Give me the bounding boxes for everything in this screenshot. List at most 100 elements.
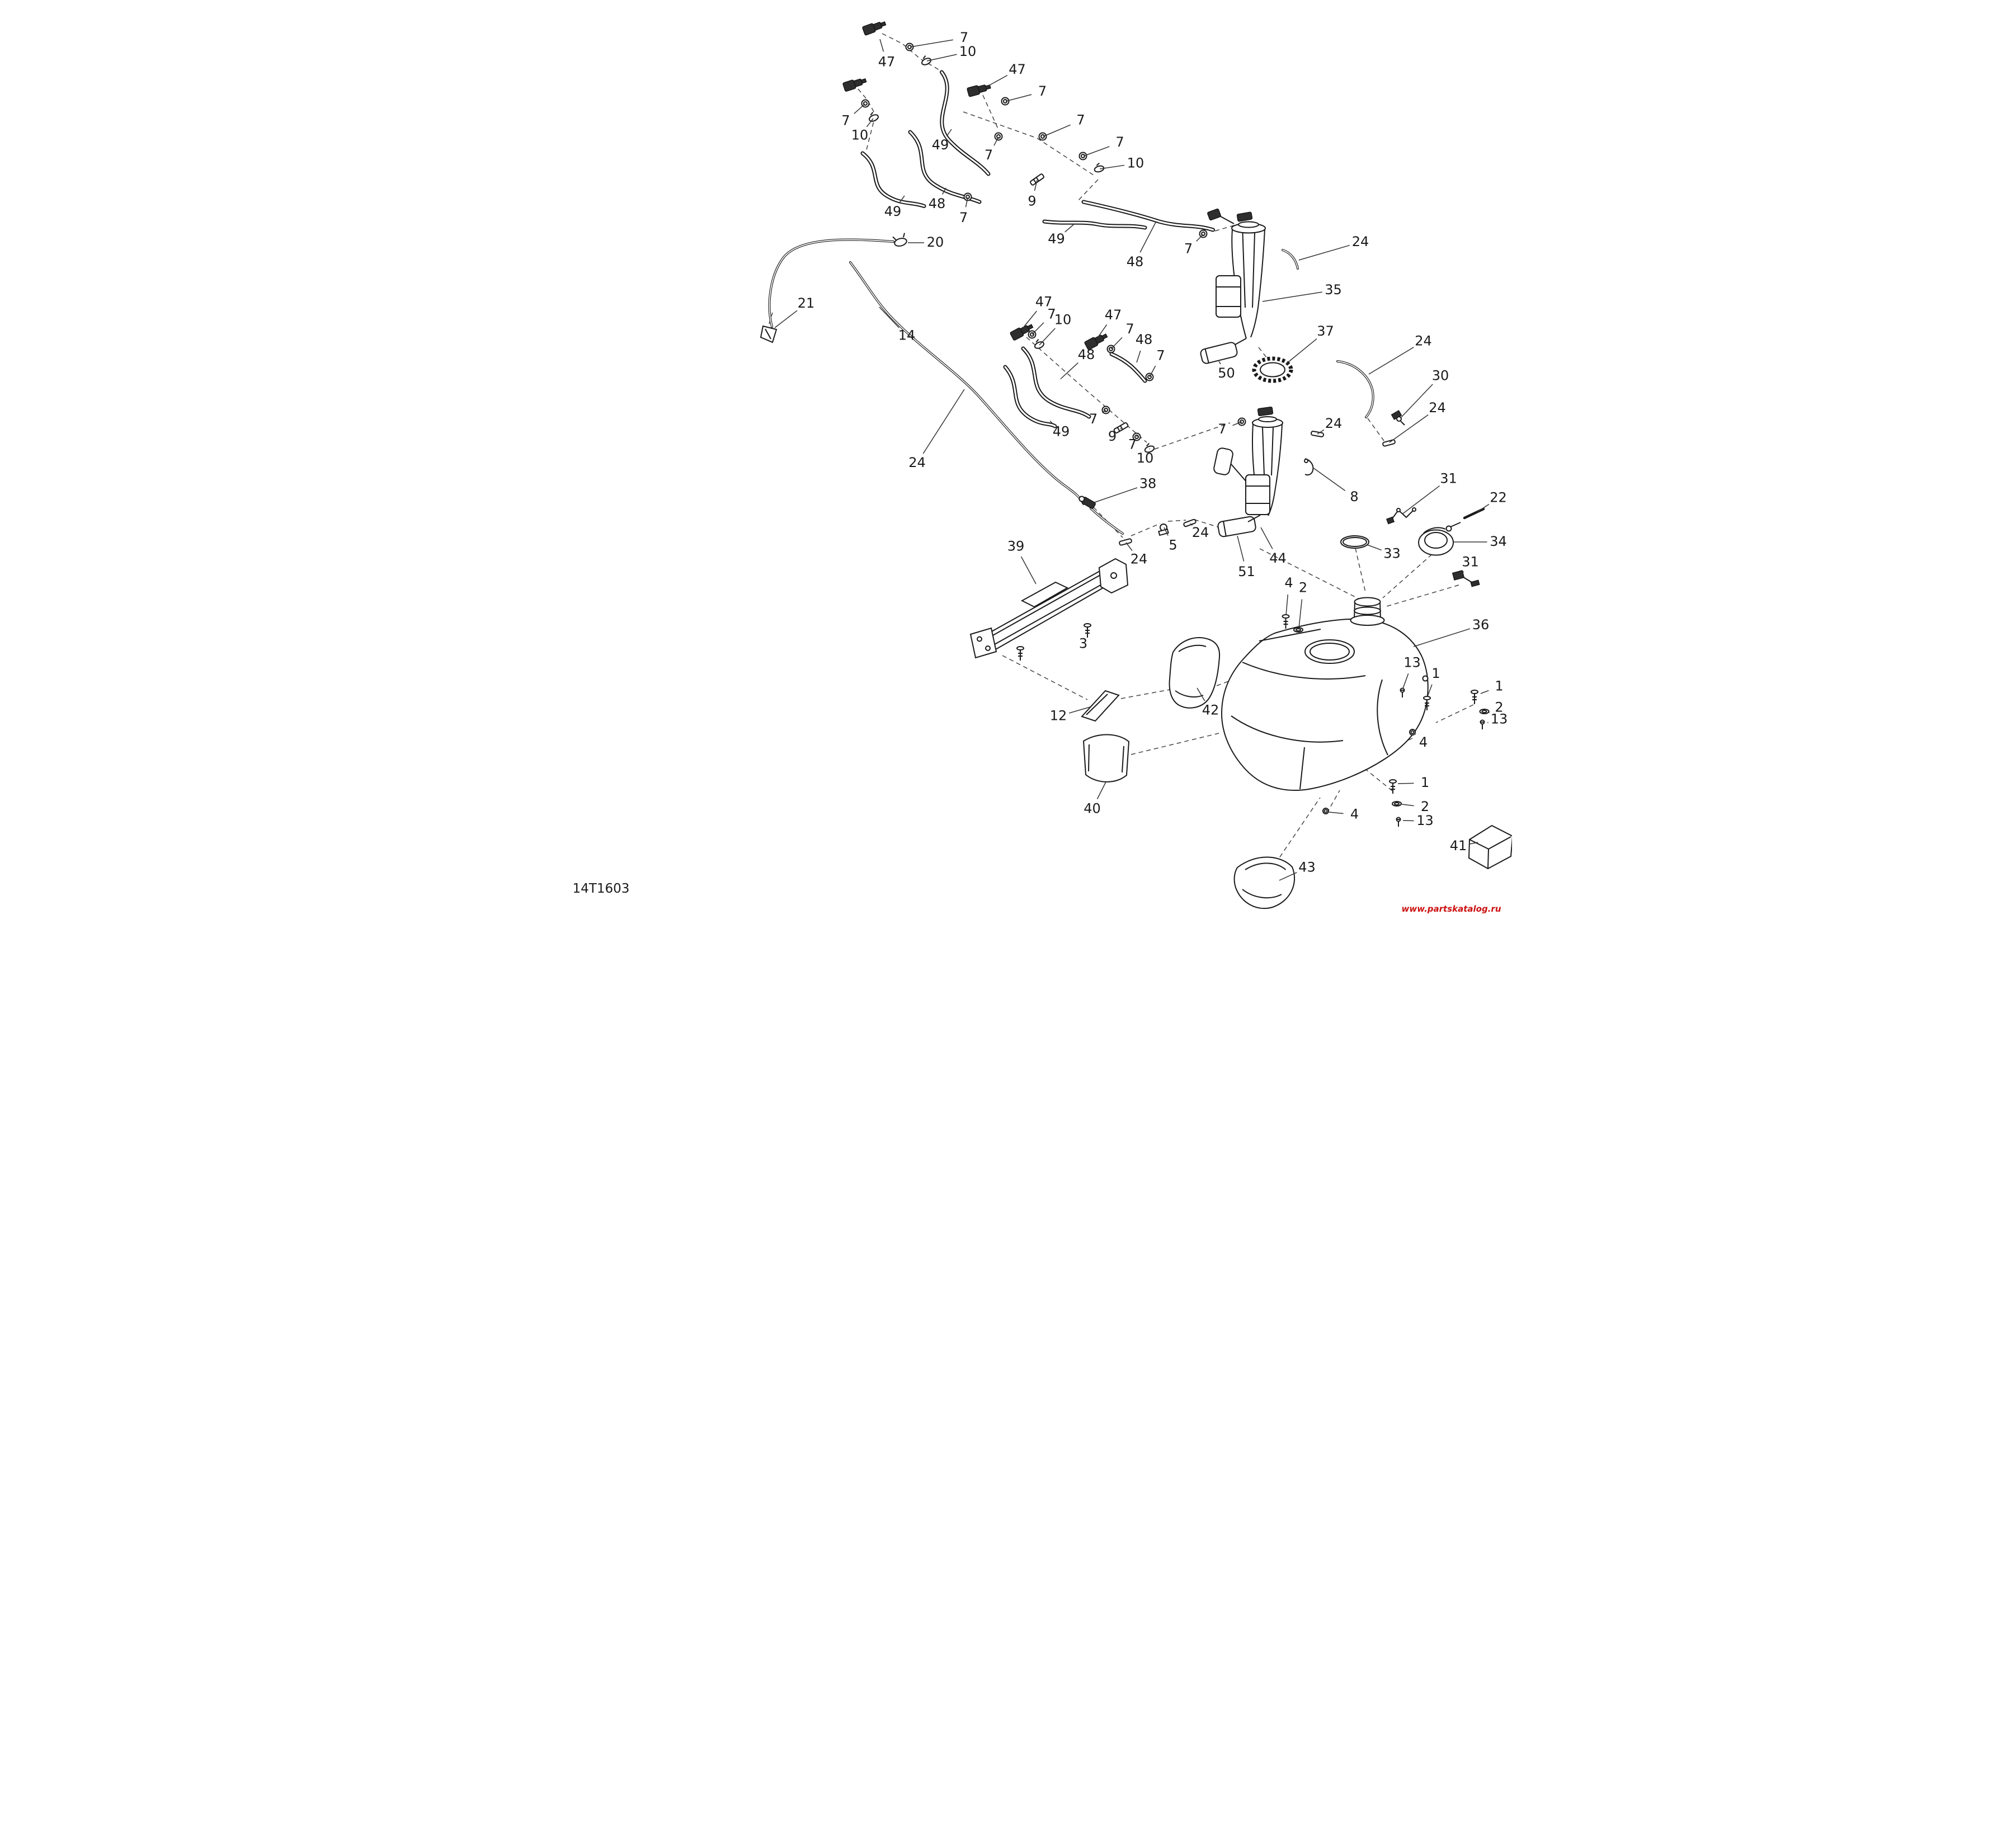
drawing-number: 14T1603 [573,881,630,896]
hose-clip-icon [1094,165,1105,173]
callout-2: 2 [1495,700,1503,715]
drawing-stroke [880,21,887,27]
drawing-stroke [1043,220,1146,229]
callout-leader [1287,338,1317,364]
drawing-stroke [1022,347,1090,418]
drawing-stroke [1004,366,1056,427]
callout-leader [1097,324,1108,338]
callout-49: 49 [1048,231,1065,247]
callout-30: 30 [1432,368,1449,384]
drawing-stroke [1247,515,1261,522]
drawing-stroke [894,238,907,247]
fuel-pump-assembly-lower [1213,406,1283,538]
callout-leader [1110,337,1123,350]
hose-clamp-20 [892,233,907,247]
callout-leader [942,187,946,195]
callout-13: 13 [1403,655,1421,671]
hose-clip-icon [1035,339,1039,343]
drawing-stroke [1081,690,1120,722]
drawing-stroke [1299,747,1305,790]
drawing-stroke [1175,690,1204,698]
drawing-stroke [969,627,997,659]
callout-48: 48 [1078,347,1095,362]
drawing-stroke [1220,216,1235,224]
callout-leader [1096,781,1106,799]
callout-leader [1190,523,1193,526]
callout-7: 7 [1184,241,1193,257]
callout-leader [1218,361,1221,365]
drawing-stroke [1154,422,1231,450]
drawing-stroke [1242,232,1246,308]
drawing-stroke [1086,694,1108,715]
retaining-clip-21 [760,325,778,343]
callout-47: 47 [1105,307,1122,323]
fuel-line [768,238,1124,535]
callout-leader [866,118,874,128]
drawing-stroke [1354,597,1381,607]
callout-10: 10 [1137,450,1154,466]
drawing-stroke [1120,689,1170,699]
callout-leader [1039,328,1056,346]
callout-7: 7 [1156,348,1165,364]
drawing-stroke [1337,361,1374,418]
block-41 [1468,824,1512,870]
callout-leader [946,129,952,136]
callout-leader [1401,804,1414,807]
callout-49: 49 [932,137,949,153]
drawing-stroke [1423,527,1446,534]
bolt-icon [1016,646,1024,650]
drawing-stroke [1257,406,1274,417]
callout-leader [1402,673,1409,689]
drawing-stroke [1435,704,1474,723]
callout-7: 7 [1089,411,1098,427]
drawing-stroke [1110,353,1146,382]
nut-icon [1410,730,1415,734]
callout-7: 7 [1115,134,1124,150]
callout-7: 7 [985,147,993,163]
nut-icon [1323,809,1328,813]
callout-35: 35 [1325,282,1342,298]
pin-22 [1463,507,1485,520]
callout-leader [1083,146,1110,157]
drawing-stroke [1213,447,1233,475]
callout-43: 43 [1298,860,1316,875]
callout-24: 24 [1415,333,1432,349]
callout-34: 34 [1490,534,1507,549]
drawing-stroke [1386,516,1395,525]
callout-leader [1237,535,1245,562]
drawing-stroke [1242,862,1287,899]
callout-leader [1149,365,1156,378]
callout-1: 1 [1431,666,1440,681]
drawing-stroke [1026,324,1034,330]
drawing-stroke [1214,225,1235,232]
drawing-stroke [1390,509,1415,521]
drawing-stroke [1258,347,1269,361]
callout-4: 4 [1350,807,1359,822]
drawing-stroke [1367,418,1384,441]
hose-clamp-icon [1040,134,1045,139]
drawing-stroke [1221,618,1429,791]
callout-leader [922,389,965,454]
callout-47: 47 [1009,62,1026,77]
drawing-stroke [1200,342,1238,364]
bracket-40 [1082,734,1130,782]
drawing-stroke [1090,508,1123,534]
drawing-stroke [1262,427,1265,476]
callout-42: 42 [1202,703,1219,718]
callout-7: 7 [841,113,850,129]
hook-clip-8 [1304,458,1314,476]
barb-fitting-icon [1117,427,1120,432]
drawing-stroke [1463,577,1472,583]
callout-2: 2 [1421,799,1429,814]
drawing-stroke [860,151,926,208]
drawing-stroke [1233,856,1295,909]
callout-leader [1279,872,1297,881]
callout-8: 8 [1350,489,1358,505]
drawing-stroke [1078,496,1085,502]
drawing-stroke [1282,249,1299,270]
small-fittings-layer [861,43,1396,546]
drawing-stroke [1110,572,1117,579]
drawing-stroke [1213,447,1233,475]
callout-48: 48 [1136,332,1153,347]
drawing-stroke [769,239,894,327]
